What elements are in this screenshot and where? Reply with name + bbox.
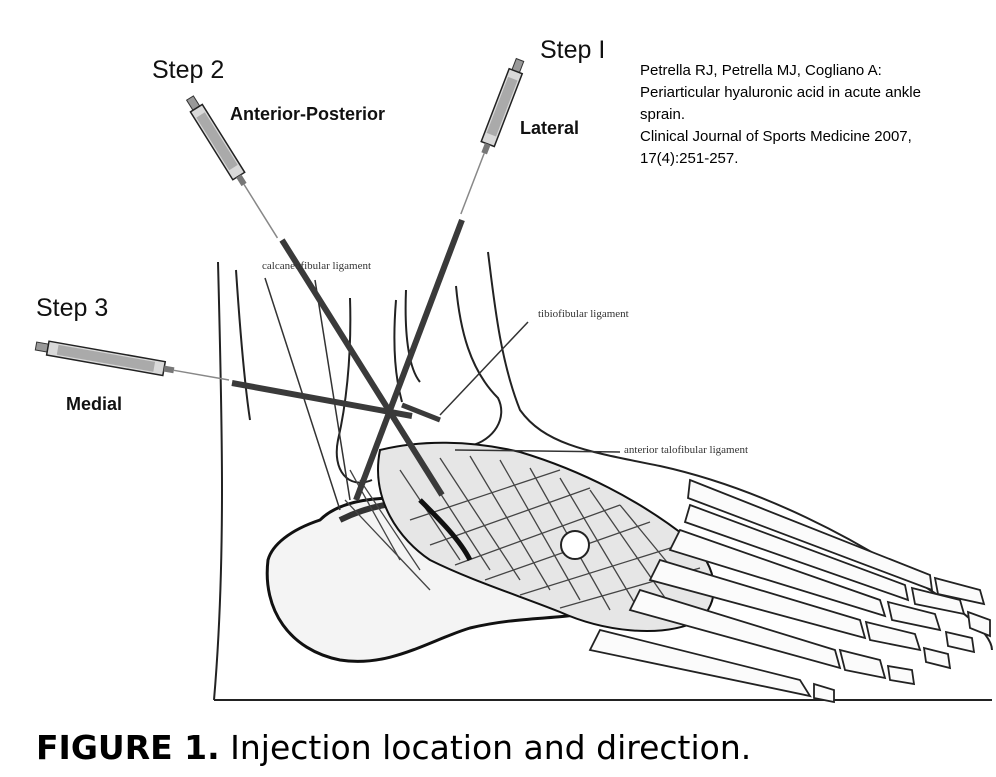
- step2-label: Step 2: [152, 56, 225, 84]
- citation-line-2: Periarticular hyaluronic acid in acute a…: [640, 84, 921, 101]
- step3-direction: Medial: [66, 394, 123, 414]
- caption-label: FIGURE 1.: [36, 728, 220, 767]
- citation-line-1: Petrella RJ, Petrella MJ, Cogliano A:: [640, 62, 882, 79]
- anterior-talofibular-ligament-label: anterior talofibular ligament: [624, 444, 749, 456]
- step1-label: Step I: [540, 36, 606, 64]
- injection-paths: [231, 218, 465, 502]
- step2-needle-path: [279, 238, 445, 497]
- step1-direction: Lateral: [520, 118, 580, 138]
- step1-needle-path: [353, 218, 465, 502]
- step2-direction: Anterior-Posterior: [230, 104, 386, 124]
- midfoot-bones: [344, 441, 715, 633]
- syringe-step2: [185, 95, 279, 239]
- ankle-injection-diagram: [34, 57, 993, 704]
- calcaneofibular-ligament-label: calcaneofibular ligament: [262, 260, 372, 272]
- citation-line-5: 17(4):251-257.: [640, 150, 739, 167]
- syringe-step3: [34, 340, 230, 381]
- syringe-step1: [460, 57, 525, 215]
- step3-label: Step 3: [36, 294, 109, 322]
- tibiofibular-ligament-label: tibiofibular ligament: [538, 308, 629, 320]
- caption-text: Injection location and direction.: [230, 728, 752, 767]
- citation: Petrella RJ, Petrella MJ, Cogliano A: Pe…: [640, 60, 990, 170]
- metatarsals: [588, 478, 991, 704]
- citation-line-4: Clinical Journal of Sports Medicine 2007…: [640, 128, 912, 145]
- citation-line-3: sprain.: [640, 106, 686, 123]
- step3-needle-path: [231, 380, 413, 419]
- figure-caption: FIGURE 1. Injection location and directi…: [36, 728, 751, 767]
